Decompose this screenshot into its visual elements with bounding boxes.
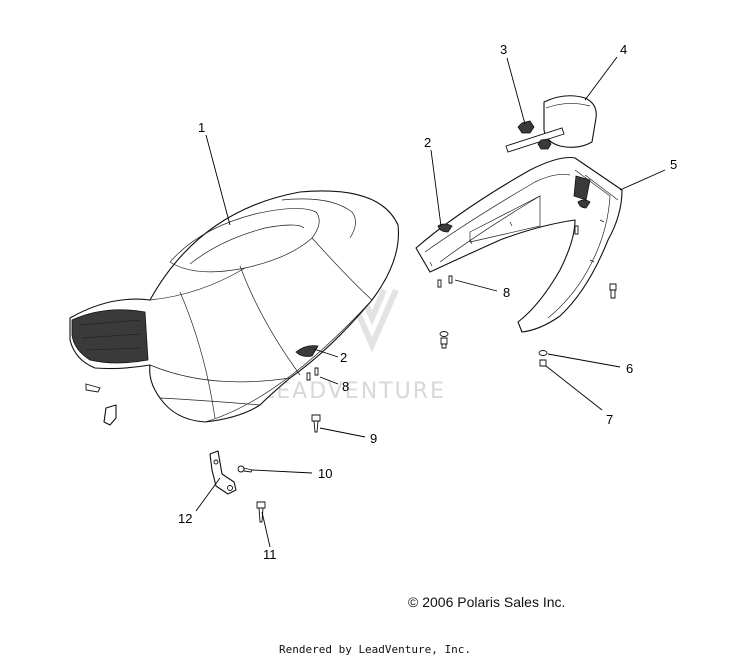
callout-2-rear: 2 <box>424 135 431 150</box>
callout-1: 1 <box>198 120 205 135</box>
callout-10: 10 <box>318 466 332 481</box>
callout-8-rear: 8 <box>503 285 510 300</box>
callout-6: 6 <box>626 361 633 376</box>
rendered-by-footer: Rendered by LeadVenture, Inc. <box>278 643 472 656</box>
callout-11: 11 <box>263 547 277 562</box>
callout-12: 12 <box>178 511 192 526</box>
copyright-notice: © 2006 Polaris Sales Inc. <box>408 594 566 610</box>
callout-9: 9 <box>370 431 377 446</box>
callout-8-seat: 8 <box>342 379 349 394</box>
callout-5: 5 <box>670 157 677 172</box>
nut-part-3 <box>517 120 552 150</box>
callout-7: 7 <box>606 412 613 427</box>
watermark-text: LEADVENTURE <box>262 379 446 404</box>
leader-lines <box>195 56 666 548</box>
bracket-part-12 <box>209 450 237 495</box>
bracket-left <box>85 383 117 426</box>
callout-2-seat: 2 <box>340 350 347 365</box>
callout-4: 4 <box>620 42 627 57</box>
callouts: 1 2 2 3 4 5 6 7 8 8 9 10 11 12 <box>178 42 677 562</box>
callout-3: 3 <box>500 42 507 57</box>
hardware <box>237 225 617 523</box>
grab-handle-part-4 <box>505 95 597 153</box>
rear-frame-part-5 <box>415 156 623 333</box>
seat-part-1 <box>69 190 400 423</box>
